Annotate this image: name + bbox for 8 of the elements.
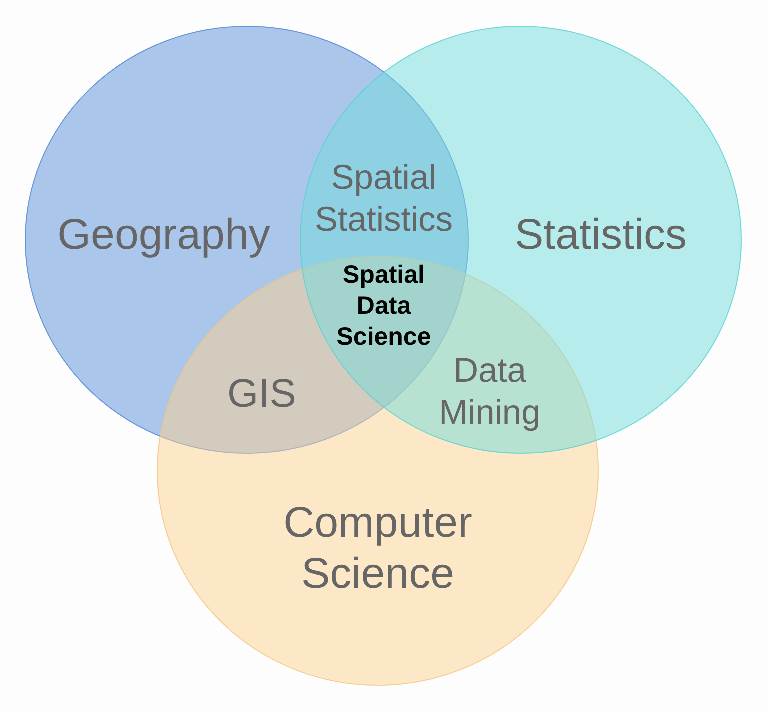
overlap-label: Spatial Data Science	[336, 260, 432, 353]
circle-label: Geography	[56, 210, 272, 261]
overlap-label: GIS	[226, 371, 298, 418]
circle-label: Computer Science	[282, 498, 474, 600]
overlap-label: Data Mining	[438, 351, 542, 434]
overlap-label: Spatial Statistics	[314, 158, 454, 241]
venn-circle	[300, 26, 742, 454]
circle-label: Statistics	[514, 210, 688, 261]
